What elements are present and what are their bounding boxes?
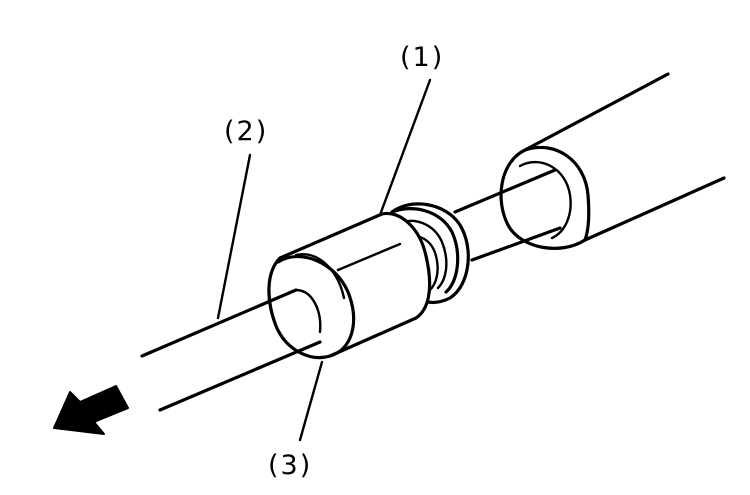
leader-line-2 [216, 153, 252, 320]
leader-line-3 [298, 360, 324, 442]
outer-pipe [499, 72, 726, 250]
callout-2-label: (2) [224, 116, 268, 147]
inner-pipe [453, 168, 562, 262]
leader-lines [216, 78, 432, 442]
callout-1-label: (1) [400, 42, 444, 73]
sleeve-nut [267, 211, 432, 359]
callout-3-label: (3) [268, 450, 312, 481]
leader-line-1 [378, 78, 432, 217]
arrow-pull-left-icon [53, 385, 129, 435]
tube-pipe [140, 288, 322, 412]
